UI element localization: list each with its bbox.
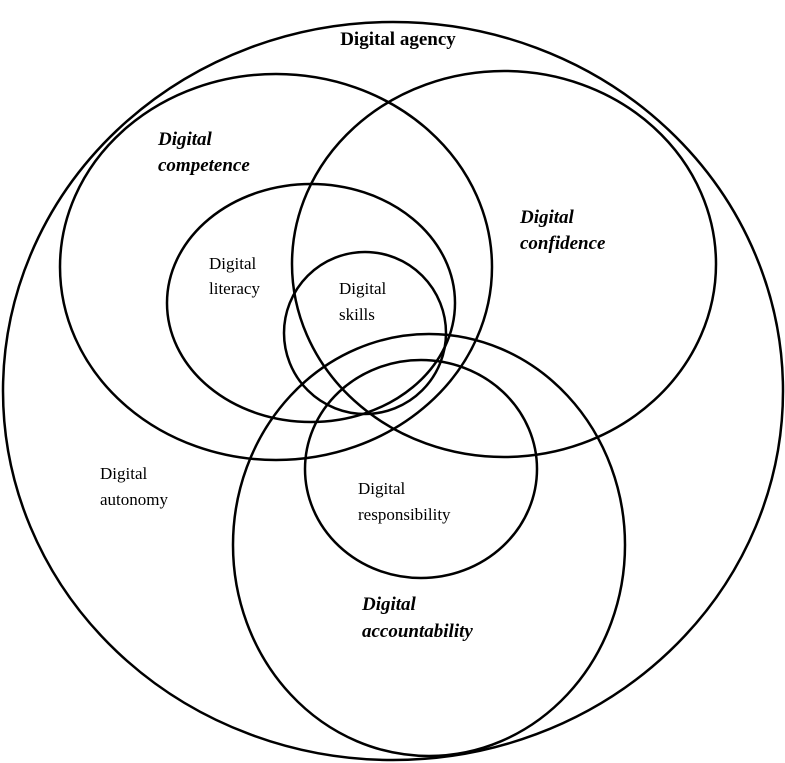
digital-skills-label-line1: Digital [339,279,386,298]
digital-autonomy-label-line2: autonomy [100,490,168,509]
digital-confidence-circle [290,69,718,459]
digital-agency-label: Digital agency [340,29,456,50]
digital-skills-circle [282,250,448,416]
digital-responsibility-circle [303,358,539,580]
digital-accountability-label-line1: Digital [361,594,417,615]
digital-agency-circle [1,20,785,762]
digital-competence-label-line2: competence [158,155,250,176]
digital-responsibility-label-line2: responsibility [358,505,451,524]
digital-literacy-label-line1: Digital [209,254,256,273]
digital-responsibility-label-line1: Digital [358,479,405,498]
digital-accountability-circle [231,332,627,758]
digital-confidence-label-line2: confidence [520,233,606,254]
digital-skills-label-line2: skills [339,305,375,324]
digital-competence-label-line1: Digital [157,129,213,150]
digital-competence-circle [58,72,494,462]
digital-literacy-circle [165,182,457,424]
digital-accountability-label-line2: accountability [362,621,473,642]
digital-confidence-label-line1: Digital [519,207,575,228]
digital-autonomy-label-line1: Digital [100,464,147,483]
digital-literacy-label-line2: literacy [209,279,260,298]
